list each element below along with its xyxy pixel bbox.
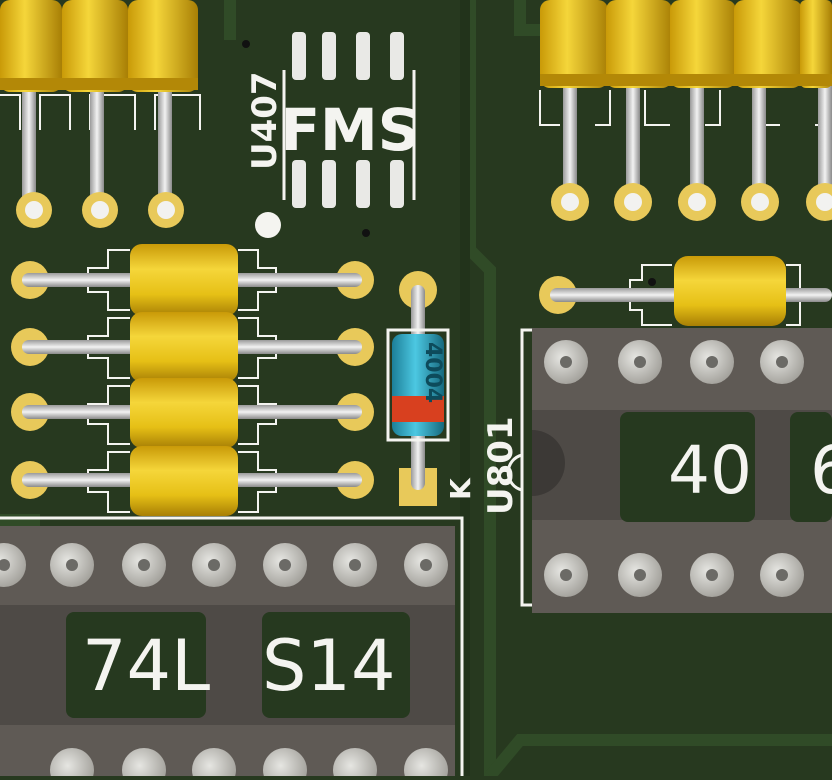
- bottom-ic-marking-right: S14: [262, 625, 396, 707]
- diode-d1: 4004 K: [386, 271, 477, 506]
- fms-logo-text: FMS: [280, 96, 419, 164]
- diode-marking-text: 4004: [420, 342, 445, 403]
- bottom-ic-marking-left: 74L: [82, 625, 210, 707]
- u801-reference-label: U801: [481, 416, 521, 515]
- diode-cathode-label: K: [444, 477, 477, 500]
- resistor-right: [539, 256, 832, 326]
- u407-footprint: FMS U407: [242, 32, 420, 238]
- resistor-stack-left: [11, 244, 374, 516]
- board-gap: [460, 0, 470, 776]
- u801-socket: 40 6 U801: [481, 328, 832, 613]
- resistor-array-top-left: [0, 0, 201, 228]
- u801-ic-marking: 40: [668, 432, 752, 509]
- u801-ic-marking-edge: 6: [810, 432, 832, 509]
- bottom-left-socket: 74L S14: [0, 516, 464, 780]
- resistor-array-top-right: [539, 0, 832, 221]
- pin1-dot: [255, 212, 281, 238]
- u407-reference-label: U407: [245, 71, 285, 170]
